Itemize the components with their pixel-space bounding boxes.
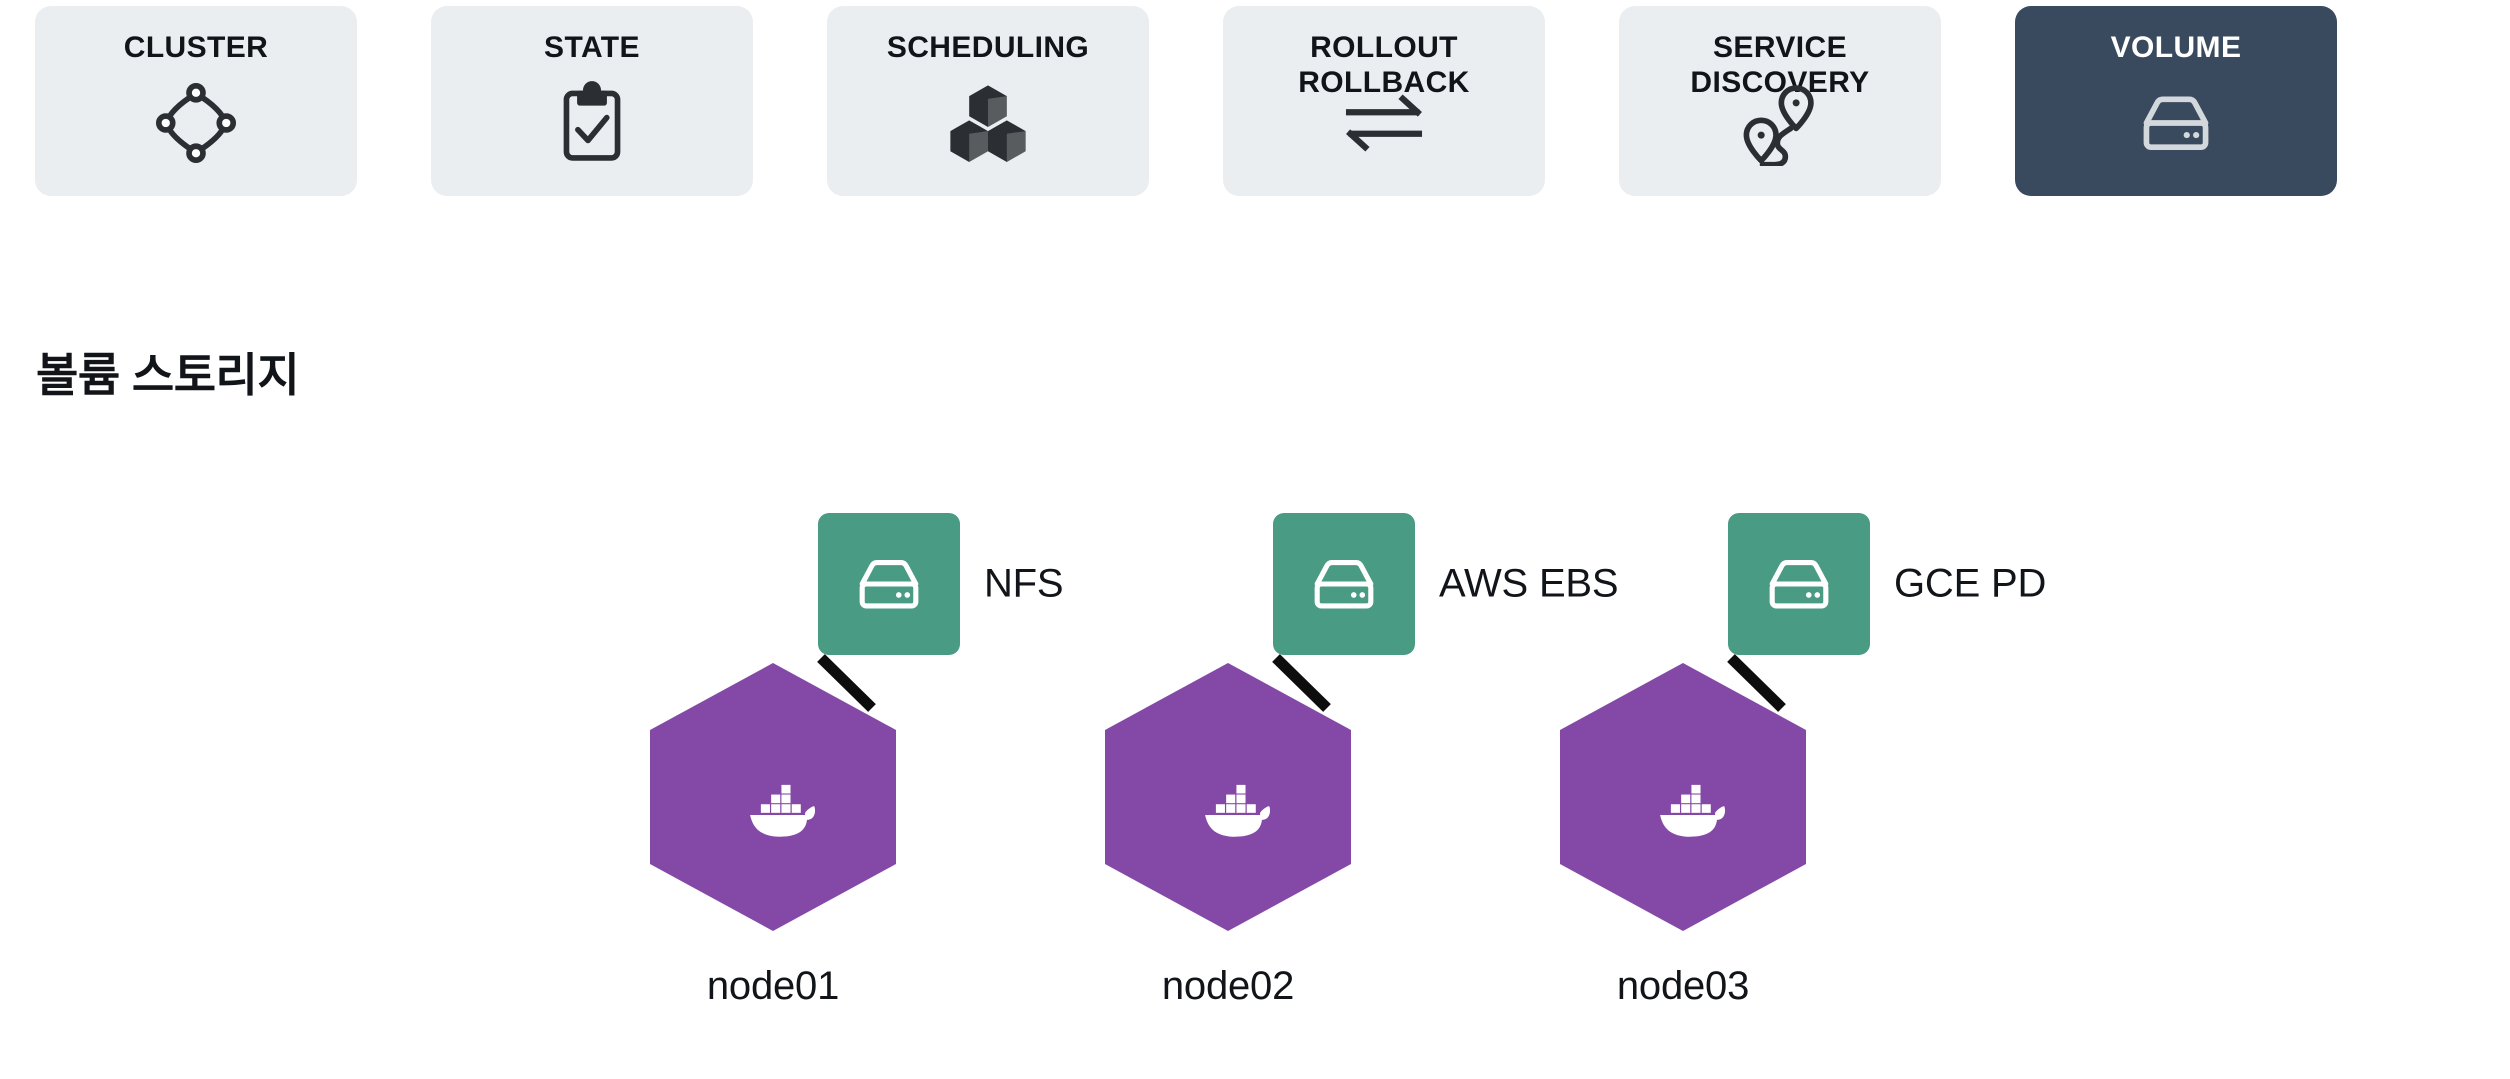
docker-node-hexagon[interactable] bbox=[650, 663, 896, 931]
nav-card-label: SCHEDULING bbox=[886, 31, 1090, 64]
docker-node-hexagon[interactable] bbox=[1105, 663, 1351, 931]
map-route-pins-icon bbox=[1737, 80, 1823, 166]
clipboard-check-icon bbox=[549, 80, 635, 166]
node-label: node01 bbox=[706, 964, 840, 1008]
cluster-topology-icon bbox=[153, 80, 239, 166]
exchange-arrows-icon bbox=[1341, 80, 1427, 166]
nav-card-volume[interactable]: VOLUME bbox=[2015, 6, 2337, 196]
node-label: node03 bbox=[1616, 964, 1750, 1008]
storage-label: GCE PD bbox=[1894, 561, 2047, 606]
hard-drive-icon bbox=[1305, 545, 1383, 623]
page-title: 볼륨 스토리지 bbox=[36, 349, 300, 401]
hard-drive-icon bbox=[2133, 80, 2219, 166]
storage-label: AWS EBS bbox=[1439, 561, 1619, 606]
nav-card-cluster[interactable]: CLUSTER bbox=[35, 6, 357, 196]
docker-node-hexagon[interactable] bbox=[1560, 663, 1806, 931]
storage-badge[interactable] bbox=[1273, 513, 1415, 655]
volume-storage-diagram: NFS node01 AWS EBS node02 GCE PD node03 bbox=[0, 470, 2510, 1074]
node-label: node02 bbox=[1161, 964, 1295, 1008]
hard-drive-icon bbox=[1760, 545, 1838, 623]
storage-badge[interactable] bbox=[818, 513, 960, 655]
storage-label: NFS bbox=[984, 561, 1064, 606]
cubes-stack-icon bbox=[945, 80, 1031, 166]
nav-card-scheduling[interactable]: SCHEDULING bbox=[827, 6, 1149, 196]
nav-card-label: CLUSTER bbox=[123, 31, 269, 64]
node-group: GCE PD node03 bbox=[1510, 470, 2130, 1074]
hard-drive-icon bbox=[850, 545, 928, 623]
nav-card-state[interactable]: STATE bbox=[431, 6, 753, 196]
nav-card-label: VOLUME bbox=[2110, 31, 2242, 64]
storage-badge[interactable] bbox=[1728, 513, 1870, 655]
nav-card-label: STATE bbox=[544, 31, 640, 64]
node-group: NFS node01 bbox=[600, 470, 1220, 1074]
